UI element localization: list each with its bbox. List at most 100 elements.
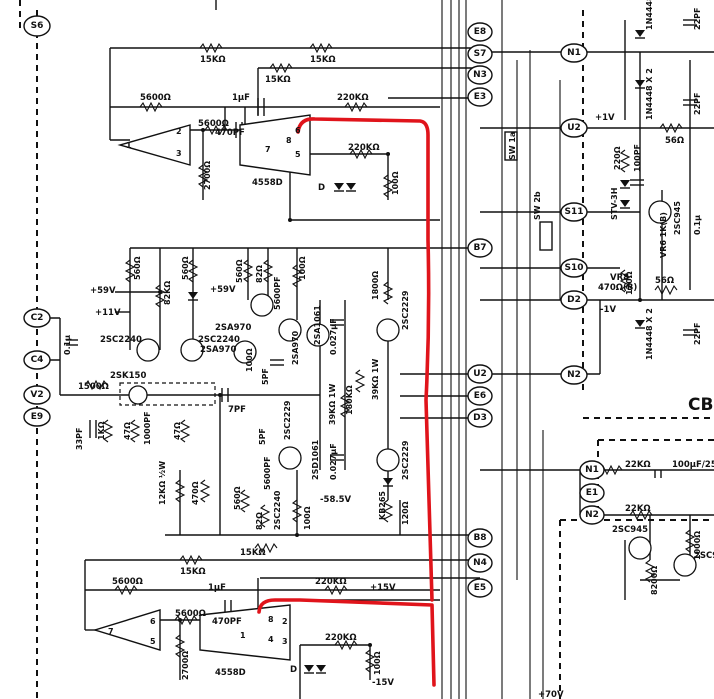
- svg-text:S7: S7: [474, 49, 487, 59]
- label-r100-a: 100Ω: [391, 171, 400, 195]
- svg-text:E1: E1: [586, 488, 598, 498]
- label-r1500: 1500Ω: [78, 382, 109, 392]
- label-r2700-b: 2700Ω: [181, 651, 190, 680]
- diode-symbols: [188, 30, 645, 674]
- connector-c2: C2: [23, 308, 51, 328]
- svg-text:S6: S6: [31, 21, 44, 31]
- label-r82-a: 82Ω: [255, 512, 264, 530]
- label-r100-b: 100Ω: [303, 506, 312, 530]
- label-q-2sa1061: 2SA1061: [313, 305, 322, 345]
- label-q-2sd1061: 2SD1061: [311, 439, 320, 480]
- connector-e6: E6: [467, 386, 493, 406]
- label-r1000: 1000Ω: [693, 531, 702, 560]
- label-d-kb265: KB265: [378, 491, 387, 520]
- label-r56-b: 56Ω: [655, 276, 674, 286]
- connector-e9: E9: [23, 407, 51, 427]
- svg-text:2: 2: [282, 617, 288, 626]
- svg-text:N2: N2: [567, 370, 581, 380]
- label-vr-a: VR6 1K(B): [659, 212, 668, 258]
- label-q-2sc945-a: 2SC945: [673, 201, 682, 235]
- connector-n2: N2: [579, 505, 605, 525]
- label-c01u: 0.1μ: [693, 215, 702, 235]
- pin-numbers: 2 3 1 6 8 5 7 6 5 7 2 8 3 4 1: [108, 126, 301, 646]
- label-q-2sc2240-a: 2SC2240: [100, 335, 142, 345]
- label-q-2sc2229-c: 2SC2229: [401, 440, 410, 480]
- label-d-b: D: [290, 665, 297, 675]
- board-boundaries: [19, 0, 714, 699]
- red-highlight-lower: [257, 598, 436, 687]
- label-r560-c: 560Ω: [133, 256, 142, 280]
- label-r2700-a: 2700Ω: [203, 161, 212, 190]
- label-r120-s: 120Ω: [625, 271, 634, 295]
- middle-wires: [37, 247, 480, 536]
- transistors: [128, 200, 697, 577]
- label-v-neg1: -1V: [600, 305, 616, 315]
- label-r180k: 180KΩ: [345, 385, 354, 415]
- svg-text:1: 1: [126, 141, 132, 150]
- connector-s7: S7: [467, 44, 493, 64]
- board-label-cb: CB: [688, 395, 713, 415]
- label-c470p-b: 470PF: [212, 617, 242, 627]
- label-q-2sa970-c: 2SA970: [291, 330, 300, 365]
- component-labels: 15KΩ 15KΩ 15KΩ 5600Ω 5600Ω 220KΩ 220KΩ 1…: [63, 0, 714, 699]
- svg-text:C4: C4: [31, 355, 44, 365]
- label-d-1n4448-b: 1N4448 X 2: [645, 68, 654, 120]
- svg-text:8: 8: [286, 136, 292, 145]
- label-v-neg15: -15V: [372, 678, 394, 688]
- label-r15k-e: 15KΩ: [180, 567, 206, 577]
- label-r39k-b: 39KΩ 1W: [328, 384, 337, 425]
- label-c33p: 33PF: [75, 428, 84, 450]
- svg-text:D3: D3: [473, 413, 487, 423]
- label-d-1n4448-c: 1N4448 X 2: [645, 308, 654, 360]
- svg-text:S10: S10: [564, 263, 583, 273]
- label-c1000p: 1000PF: [143, 411, 152, 445]
- label-sw-a: SW 1a: [508, 132, 517, 160]
- svg-text:7: 7: [108, 627, 114, 636]
- label-r120: 120Ω: [401, 501, 410, 525]
- svg-text:U2: U2: [567, 123, 581, 133]
- label-r5600-d: 5600Ω: [175, 609, 206, 619]
- label-v-pos1: +1V: [595, 113, 615, 123]
- svg-text:B7: B7: [473, 243, 486, 253]
- svg-text:N3: N3: [473, 70, 487, 80]
- label-v-pos70: +70V: [538, 690, 564, 699]
- svg-text:6: 6: [150, 617, 156, 626]
- label-r100-d: 100Ω: [298, 256, 307, 280]
- label-c470p-a: 470PF: [215, 128, 245, 138]
- connector-b8: B8: [467, 528, 493, 548]
- label-v-neg585: -58.5V: [320, 495, 351, 505]
- label-v-pos15: +15V: [370, 583, 396, 593]
- label-c7p: 7PF: [228, 405, 246, 415]
- label-r470-a: 470Ω: [191, 481, 200, 505]
- label-sw-b: SW 2b: [533, 191, 542, 220]
- svg-text:E3: E3: [474, 92, 486, 102]
- connector-n4: N4: [467, 553, 493, 573]
- label-r220k-b: 220KΩ: [348, 143, 380, 153]
- op-amp-bottom-left: [92, 609, 161, 651]
- svg-text:S11: S11: [564, 207, 583, 217]
- svg-text:E9: E9: [31, 412, 43, 422]
- label-r100-c: 100Ω: [245, 348, 254, 372]
- label-r560-d: 560Ω: [181, 256, 190, 280]
- op-amp-top-ic: [239, 114, 311, 176]
- svg-text:3: 3: [176, 149, 182, 158]
- label-d-std: STV-3H: [610, 188, 619, 220]
- red-highlight-upper: [296, 117, 434, 602]
- connector-u2-right: U2: [560, 118, 588, 138]
- label-r470-vr: 470Ω(B): [598, 283, 637, 293]
- svg-text:5: 5: [295, 150, 301, 159]
- label-r22k-b: 22KΩ: [625, 504, 651, 514]
- label-r47-a: 47Ω: [123, 422, 132, 440]
- label-r100-e: 100Ω: [373, 651, 382, 675]
- label-r5600-b: 5600Ω: [198, 119, 229, 129]
- label-r220k-a: 220KΩ: [337, 93, 369, 103]
- svg-text:N4: N4: [473, 558, 487, 568]
- svg-text:4: 4: [268, 635, 274, 644]
- svg-text:B8: B8: [473, 533, 486, 543]
- label-v-pos59b: +59V: [210, 285, 236, 295]
- svg-text:E5: E5: [474, 583, 486, 593]
- label-q-2sc2240-c: 2SC2240: [273, 490, 282, 530]
- svg-text:N1: N1: [585, 465, 599, 475]
- label-q-2sa970-b: 2SA970: [200, 345, 236, 355]
